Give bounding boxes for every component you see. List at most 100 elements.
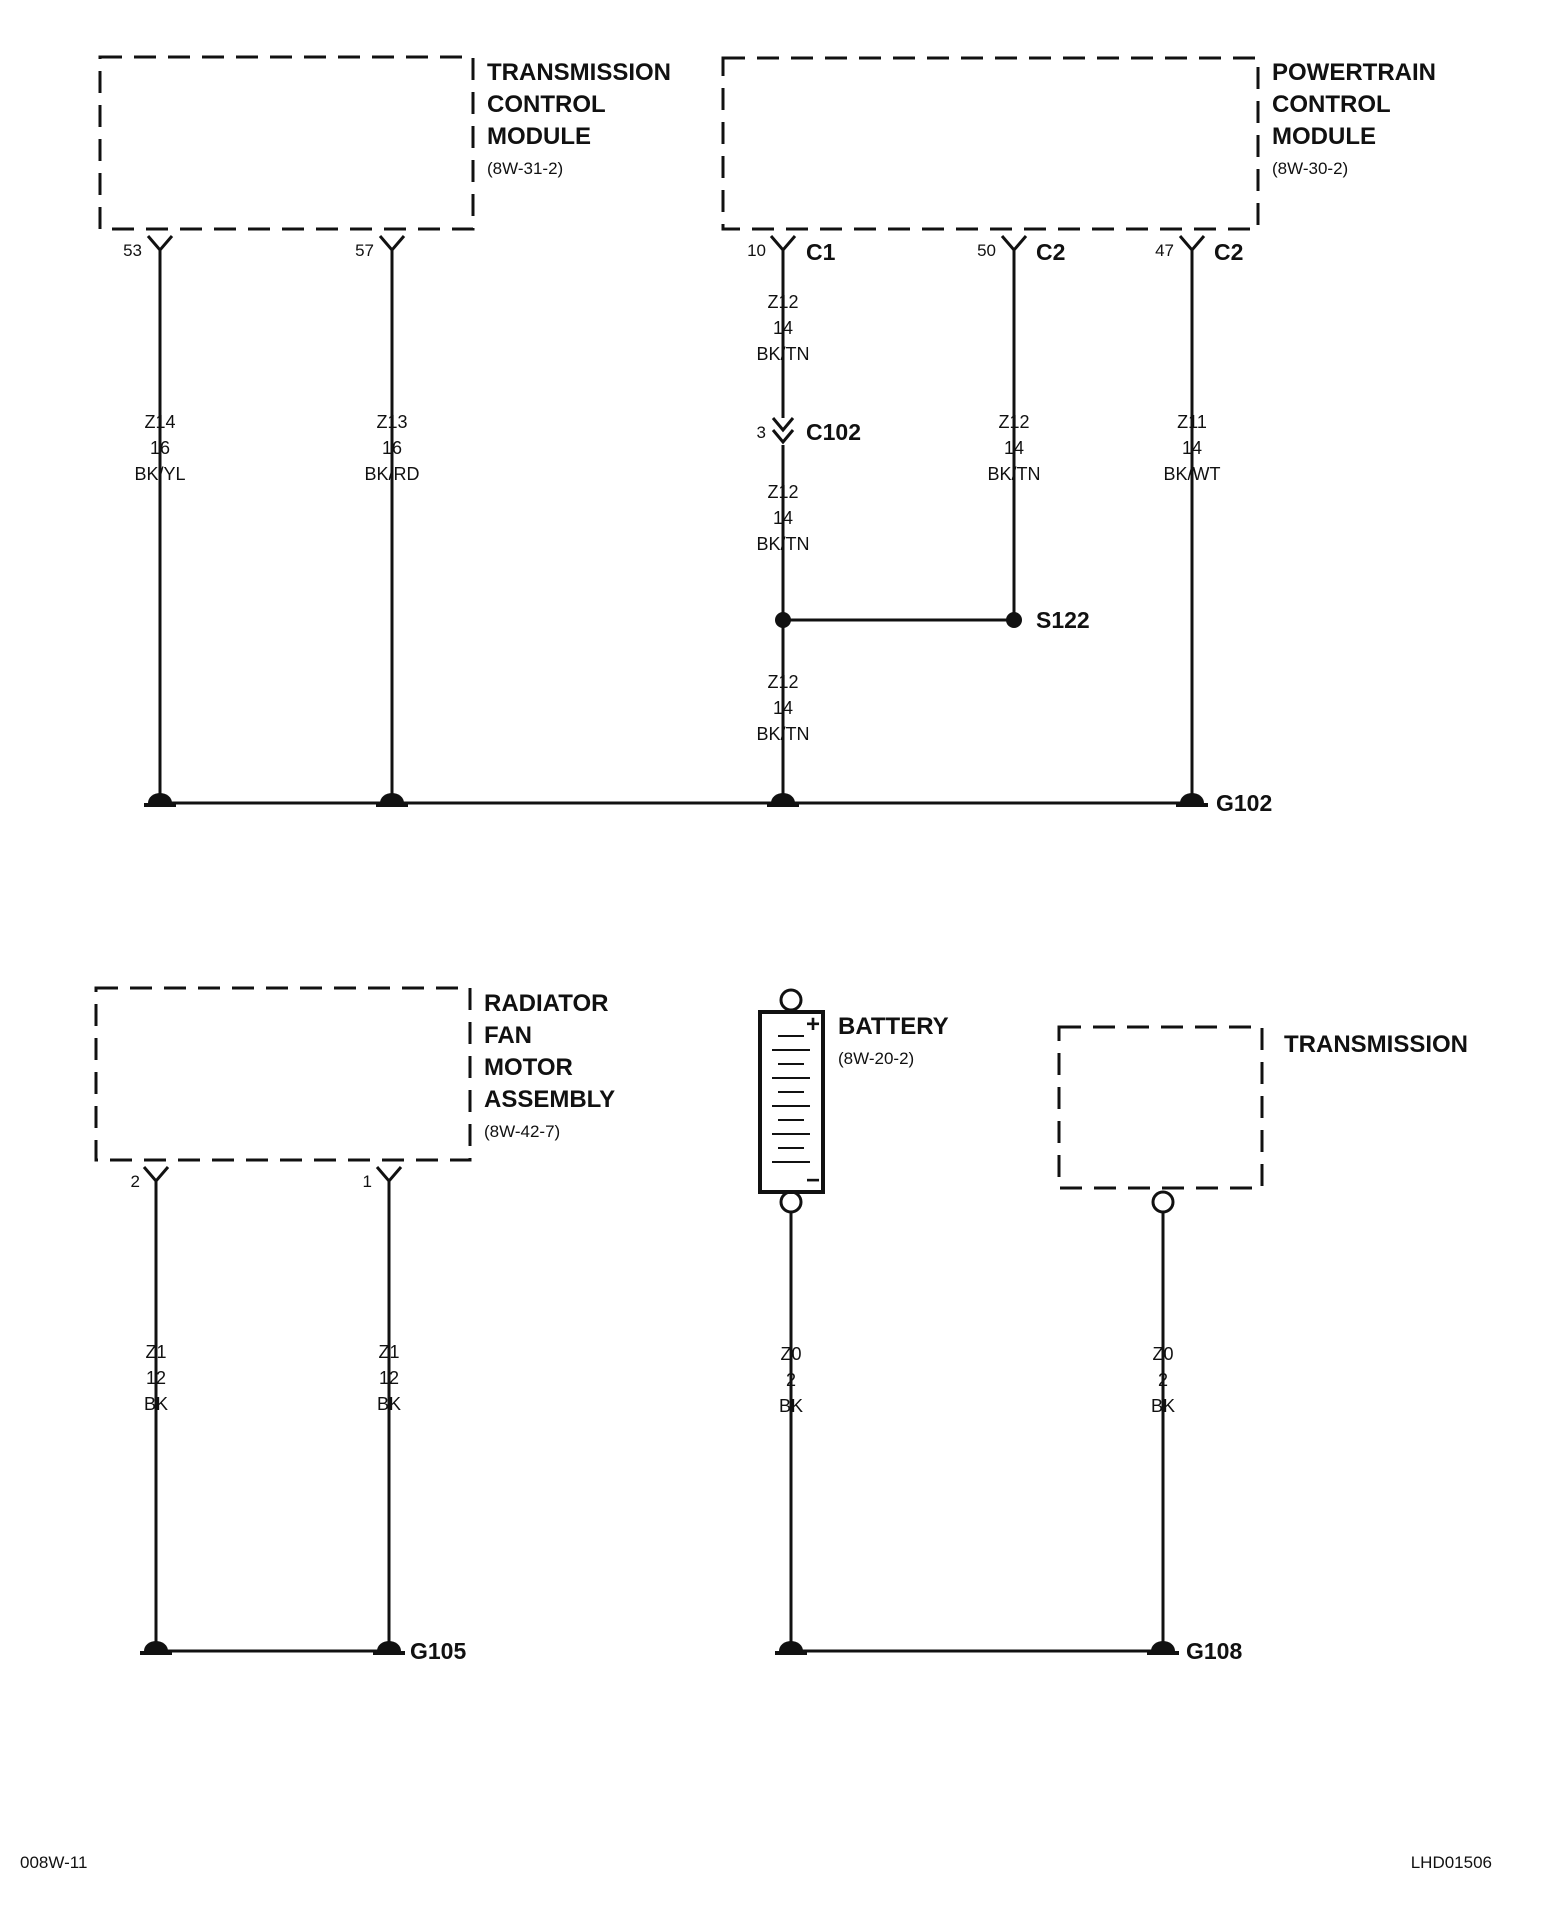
ground-symbol-z13 <box>376 793 408 807</box>
svg-text:BK/YL: BK/YL <box>134 464 185 484</box>
battery-body <box>758 1010 825 1194</box>
wire-label-z12-d: Z12 14 BK/TN <box>987 412 1040 484</box>
svg-text:Z0: Z0 <box>780 1344 801 1364</box>
ground-g108-label: G108 <box>1186 1638 1242 1664</box>
svg-text:Z14: Z14 <box>144 412 175 432</box>
wire-label-z1-b: Z1 12 BK <box>377 1342 401 1414</box>
wire-label-z14: Z14 16 BK/YL <box>134 412 185 484</box>
transmission-box <box>1057 1025 1264 1190</box>
svg-text:Z12: Z12 <box>767 292 798 312</box>
wire-label-z0-a: Z0 2 BK <box>779 1344 803 1416</box>
svg-text:BK/TN: BK/TN <box>756 534 809 554</box>
svg-text:16: 16 <box>382 438 402 458</box>
battery-plates <box>772 1035 810 1163</box>
splice-dot <box>775 612 791 628</box>
tcm-box <box>98 55 475 231</box>
svg-text:BK/TN: BK/TN <box>756 344 809 364</box>
tcm-label-line-1: TRANSMISSION <box>487 59 671 86</box>
fan-label-line-3: MOTOR <box>484 1054 573 1081</box>
svg-text:BK/WT: BK/WT <box>1164 464 1221 484</box>
fan-label-line-2: FAN <box>484 1022 532 1049</box>
svg-text:BK: BK <box>144 1394 168 1414</box>
splice-s122-label: S122 <box>1036 607 1090 633</box>
ground-symbol-fan-2 <box>140 1641 172 1655</box>
pin-fan-1: 1 <box>363 1172 372 1191</box>
svg-text:Z12: Z12 <box>998 412 1029 432</box>
pin-pcm-47: 47 <box>1155 241 1174 260</box>
transmission-label: TRANSMISSION <box>1284 1031 1468 1058</box>
pcm-label-ref: (8W-30-2) <box>1272 159 1348 178</box>
svg-text:Z13: Z13 <box>376 412 407 432</box>
svg-text:Z0: Z0 <box>1152 1344 1173 1364</box>
ground-g102-label: G102 <box>1216 790 1272 816</box>
svg-text:BK/TN: BK/TN <box>987 464 1040 484</box>
tcm-label-ref: (8W-31-2) <box>487 159 563 178</box>
ground-symbol-z14 <box>144 793 176 807</box>
svg-text:Z11: Z11 <box>1177 412 1207 432</box>
ground-symbol-battery <box>775 1641 807 1655</box>
svg-text:12: 12 <box>379 1368 399 1388</box>
pin-pcm-50: 50 <box>977 241 996 260</box>
svg-text:BK: BK <box>377 1394 401 1414</box>
pin-symbol-tcm-53 <box>146 235 174 264</box>
wire-label-z1-a: Z1 12 BK <box>144 1342 168 1414</box>
pcm-box <box>721 56 1260 231</box>
wire-label-z0-b: Z0 2 BK <box>1151 1344 1175 1416</box>
svg-text:14: 14 <box>773 318 793 338</box>
svg-text:2: 2 <box>786 1370 796 1390</box>
wire-label-z12-b: Z12 14 BK/TN <box>756 482 809 554</box>
fan-box <box>94 986 472 1162</box>
svg-text:16: 16 <box>150 438 170 458</box>
svg-text:BK/TN: BK/TN <box>756 724 809 744</box>
fan-label-ref: (8W-42-7) <box>484 1122 560 1141</box>
pcm-label-line-1: POWERTRAIN <box>1272 59 1436 86</box>
pin-symbol-pcm-50 <box>1000 235 1028 264</box>
battery-terminal-positive <box>779 988 803 1012</box>
svg-text:BK/RD: BK/RD <box>364 464 419 484</box>
transmission-terminal <box>1151 1190 1175 1214</box>
ground-symbol-g102 <box>1176 793 1208 807</box>
fan-label-line-1: RADIATOR <box>484 990 608 1017</box>
pin-symbol-fan-2 <box>142 1166 170 1195</box>
fan-label: RADIATOR FAN MOTOR ASSEMBLY (8W-42-7) <box>484 990 615 1141</box>
svg-text:2: 2 <box>1158 1370 1168 1390</box>
svg-text:Z12: Z12 <box>767 672 798 692</box>
svg-text:Z1: Z1 <box>378 1342 399 1362</box>
battery-minus-sign: − <box>806 1167 820 1194</box>
wire-label-z12-a: Z12 14 BK/TN <box>756 292 809 364</box>
pin-pcm-50-connector: C2 <box>1036 239 1065 265</box>
tcm-label: TRANSMISSION CONTROL MODULE (8W-31-2) <box>487 59 671 178</box>
s122-dot <box>1006 612 1022 628</box>
ground-symbol-g105 <box>373 1641 405 1655</box>
svg-text:12: 12 <box>146 1368 166 1388</box>
svg-text:Z1: Z1 <box>145 1342 166 1362</box>
battery-plus-sign: + <box>806 1011 820 1038</box>
svg-text:14: 14 <box>773 698 793 718</box>
pin-c102: 3 <box>757 423 766 442</box>
pin-symbol-pcm-47 <box>1178 235 1206 264</box>
wire-label-z11: Z11 14 BK/WT <box>1164 412 1221 484</box>
pin-fan-2: 2 <box>131 1172 140 1191</box>
transmission-label-line-1: TRANSMISSION <box>1284 1031 1468 1058</box>
battery-label-line-1: BATTERY <box>838 1013 949 1040</box>
ground-g105-label: G105 <box>410 1638 466 1664</box>
c102-connector-symbol <box>771 417 795 445</box>
pin-symbol-pcm-10 <box>769 235 797 264</box>
battery-label: BATTERY (8W-20-2) + − <box>806 1011 949 1194</box>
ground-symbol-z12 <box>767 793 799 807</box>
footer-figure-id: LHD01506 <box>1411 1853 1492 1872</box>
connector-c102-label: C102 <box>806 419 861 445</box>
battery-terminal-negative <box>779 1190 803 1214</box>
pin-symbol-fan-1 <box>375 1166 403 1195</box>
pin-pcm-10: 10 <box>747 241 766 260</box>
svg-text:14: 14 <box>1182 438 1202 458</box>
svg-text:14: 14 <box>773 508 793 528</box>
pcm-label: POWERTRAIN CONTROL MODULE (8W-30-2) <box>1272 59 1436 178</box>
tcm-label-line-3: MODULE <box>487 123 591 150</box>
pin-tcm-57: 57 <box>355 241 374 260</box>
pin-symbol-tcm-57 <box>378 235 406 264</box>
pin-tcm-53: 53 <box>123 241 142 260</box>
pin-pcm-10-connector: C1 <box>806 239 836 265</box>
svg-text:14: 14 <box>1004 438 1024 458</box>
